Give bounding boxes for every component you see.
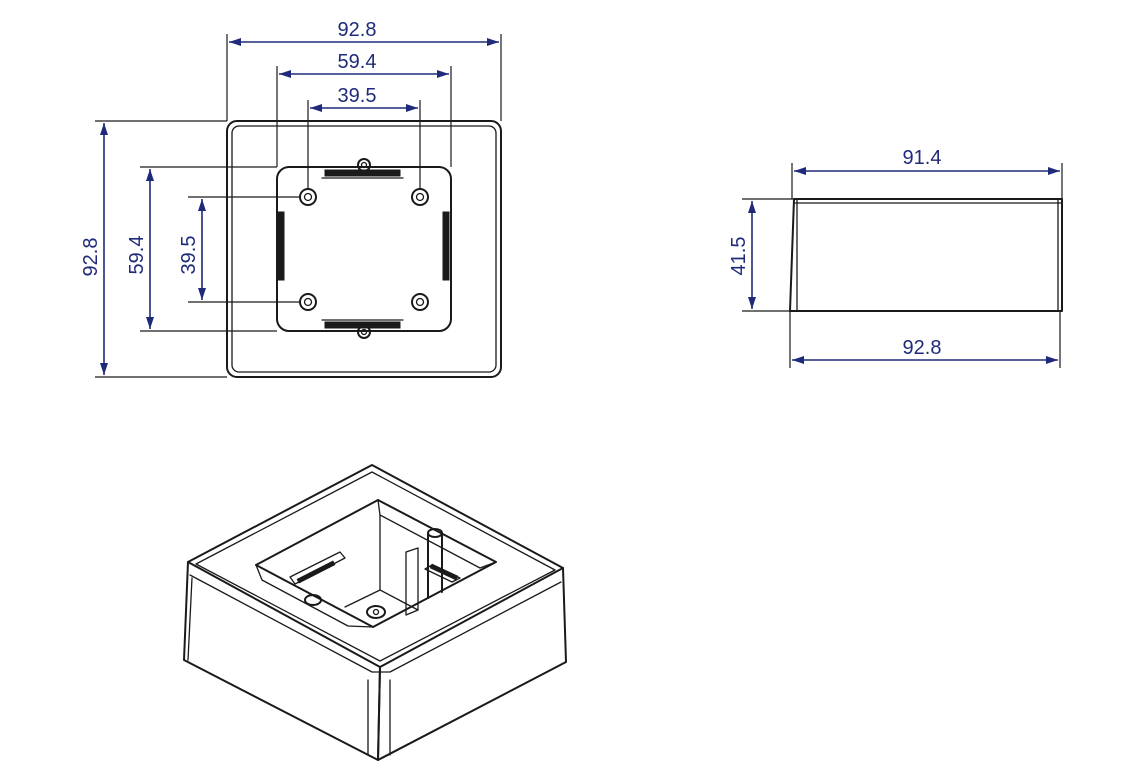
- dim-text-overall-width: 92.8: [338, 19, 377, 41]
- iso-screw-post-top: [427, 528, 443, 538]
- side-view: 91.4 92.8 41.5: [728, 147, 1063, 368]
- isometric-view: [183, 464, 567, 761]
- dim-text-hole-spacing-x: 39.5: [338, 85, 377, 107]
- screw-boss-bottom-right: [411, 293, 429, 311]
- dim-text-overall-height: 92.8: [80, 238, 102, 277]
- left-latch: [277, 211, 285, 281]
- iso-screw-boss-center: [366, 605, 386, 619]
- iso-latch-left: [289, 551, 346, 585]
- iso-inner-left-wall: [255, 564, 374, 628]
- side-extension-lines: [742, 163, 1063, 368]
- outer-frame-outline: [226, 120, 502, 378]
- bottom-lug: [357, 325, 371, 339]
- iso-screw-boss-center-hole: [372, 608, 380, 616]
- iso-rim-bevel: [189, 574, 562, 673]
- side-body-outline: [789, 198, 1063, 312]
- dim-text-inner-width: 59.4: [338, 51, 377, 73]
- bottom-latch: [324, 321, 401, 329]
- iso-left-wall-edge: [187, 577, 193, 661]
- top-lug-hole: [360, 161, 368, 169]
- iso-top-rim: [187, 464, 564, 668]
- top-lug: [357, 158, 371, 172]
- iso-top-rim-inner-edge: [195, 471, 556, 662]
- iso-latch-right: [405, 547, 419, 616]
- screw-boss-top-left: [299, 188, 317, 206]
- dim-text-bottom-width: 92.8: [903, 337, 942, 359]
- iso-inner-floor: [344, 589, 419, 611]
- dim-text-inner-height: 59.4: [126, 236, 148, 275]
- dim-text-top-width: 91.4: [903, 147, 942, 169]
- right-latch: [442, 211, 450, 281]
- iso-screw-post: [427, 533, 443, 599]
- front-extension-lines: [95, 34, 502, 378]
- screw-boss-top-right: [411, 188, 429, 206]
- front-view: 92.8 59.4 39.5 92.8 59.4 39.5: [80, 19, 502, 378]
- bottom-lug-hole: [360, 328, 368, 336]
- iso-latch-back-bar: [429, 563, 459, 581]
- screw-boss-bottom-left: [299, 293, 317, 311]
- iso-inner-back-wall: [377, 499, 497, 569]
- iso-front-right-wall: [377, 567, 567, 761]
- iso-latch-left-bar: [296, 560, 336, 584]
- iso-screw-boss-left: [304, 594, 322, 606]
- dim-text-hole-spacing-y: 39.5: [178, 236, 200, 275]
- dim-text-height: 41.5: [728, 237, 750, 276]
- outer-frame-inner-edge: [231, 125, 497, 373]
